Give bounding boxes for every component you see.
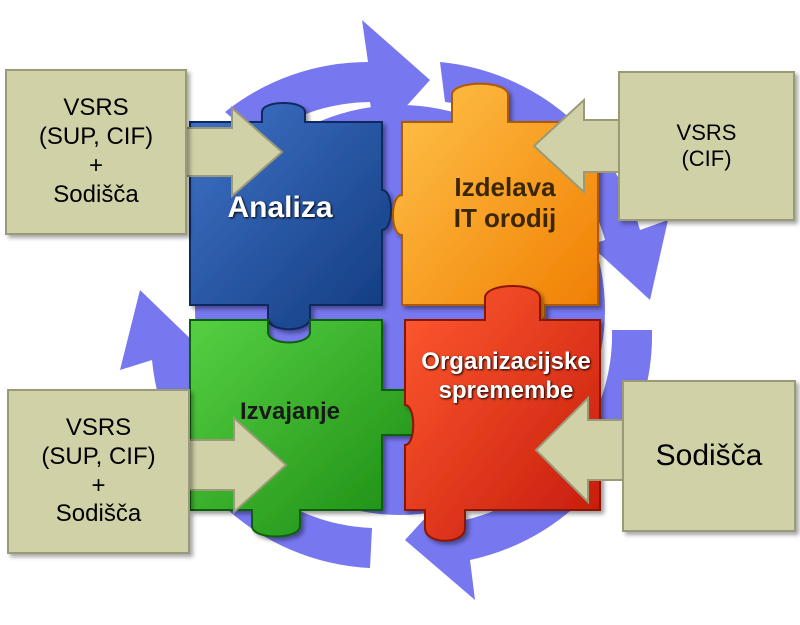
stakeholder-box-text: VSRS (SUP, CIF) + Sodišča <box>41 413 156 528</box>
piece-label-analiza: Analiza <box>227 191 333 224</box>
piece-label-organizacijske: Organizacijske spremembe <box>421 348 591 404</box>
arrow-top-right <box>532 97 623 195</box>
cycle-arrow-bottom-right <box>405 330 653 600</box>
stakeholder-box-top-left: VSRS (SUP, CIF) + Sodišča <box>5 69 187 235</box>
cycle-arrow-bottom-left <box>120 290 372 568</box>
cycle-arrow-top-right <box>440 62 668 300</box>
stakeholder-box-top-right: VSRS (CIF) <box>618 71 795 221</box>
stakeholder-box-bottom-left: VSRS (SUP, CIF) + Sodišča <box>7 389 190 554</box>
piece-label-izdelava: Izdelava IT orodij <box>453 172 557 234</box>
piece-label-izvajanje: Izvajanje <box>239 398 341 425</box>
stakeholder-box-bottom-right: Sodišča <box>622 380 796 532</box>
arrow-top-left <box>183 105 284 199</box>
stakeholder-box-text: Sodišča <box>655 439 763 472</box>
cycle-arrows <box>120 20 668 600</box>
arrow-bottom-right <box>534 395 627 505</box>
puzzle-piece-organizacijske <box>404 285 601 542</box>
arrow-bottom-left <box>187 415 288 515</box>
stakeholder-box-text: VSRS (SUP, CIF) + Sodišča <box>38 94 154 208</box>
input-arrows <box>183 97 627 515</box>
stakeholder-box-text: VSRS (CIF) <box>676 119 737 171</box>
